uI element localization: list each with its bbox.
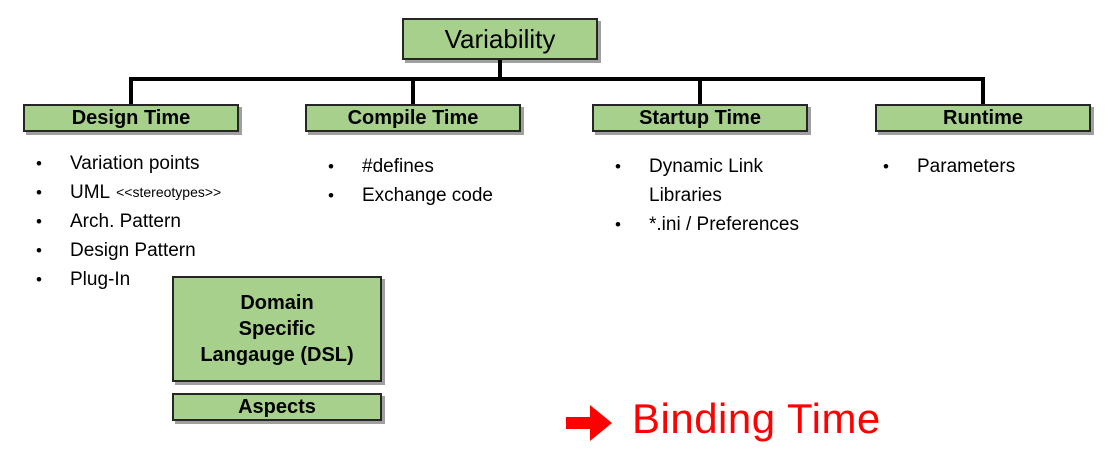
list-item: • Design Pattern: [36, 236, 221, 265]
arrow-shaft: [566, 417, 592, 429]
connector-root-vertical: [498, 60, 502, 78]
list-item: • Variation points: [36, 149, 221, 178]
list-item-label: #defines: [362, 156, 434, 177]
design-time-header-box: Design Time: [23, 104, 239, 132]
list-item: • Exchange code: [328, 181, 493, 210]
startup-time-header-box: Startup Time: [592, 104, 808, 132]
list-item: • Plug-In: [36, 265, 221, 294]
aspects-label: Aspects: [238, 395, 316, 418]
list-item-label: Arch. Pattern: [70, 211, 181, 232]
list-item-label: Exchange code: [362, 185, 493, 206]
list-item: • Arch. Pattern: [36, 207, 221, 236]
list-item-label: Plug-In: [70, 269, 131, 290]
connector-horizontal: [129, 77, 985, 81]
red-right-arrow-icon: [566, 405, 612, 441]
runtime-list: • Parameters: [883, 152, 1015, 181]
list-item-label: Parameters: [917, 156, 1016, 177]
dsl-box-line: Specific: [238, 318, 316, 340]
variability-label: Variability: [444, 23, 556, 54]
list-item: • #defines: [328, 152, 493, 181]
variability-box: Variability: [402, 18, 598, 60]
compile-time-list: • #defines • Exchange code: [328, 152, 493, 210]
list-item: • UML <<stereotypes>>: [36, 178, 221, 207]
compile-time-header-label: Compile Time: [347, 106, 479, 129]
startup-time-list: • Dynamic Link Libraries • *.ini / Prefe…: [615, 152, 799, 239]
bullet-icon: •: [36, 241, 42, 260]
bullet-icon: •: [36, 270, 42, 289]
list-item-label: *.ini / Preferences: [649, 214, 799, 235]
dsl-box-line: Domain: [240, 292, 314, 314]
connector-stub-design-time: [129, 77, 133, 104]
list-item-small-label: <<stereotypes>>: [116, 184, 222, 200]
list-item-label: Design Pattern: [70, 240, 196, 261]
runtime-header-label: Runtime: [943, 106, 1023, 129]
dsl-box-line: Langauge (DSL): [200, 344, 354, 366]
bullet-icon: •: [36, 154, 42, 173]
startup-time-header-label: Startup Time: [639, 106, 761, 129]
bullet-icon: •: [36, 183, 42, 202]
bullet-icon: •: [328, 157, 334, 176]
bullet-icon: •: [883, 157, 889, 176]
design-time-header-label: Design Time: [71, 106, 191, 129]
bullet-icon: •: [36, 212, 42, 231]
list-item: • *.ini / Preferences: [615, 210, 799, 239]
list-item: • Dynamic Link Libraries: [615, 152, 799, 210]
list-item: • Parameters: [883, 152, 1015, 181]
design-time-list: • Variation points • UML <<stereotypes>>…: [36, 149, 221, 294]
arrow-head: [590, 405, 612, 441]
list-item-label: Variation points: [70, 153, 200, 174]
list-item-label: UML: [70, 182, 111, 203]
bullet-icon: •: [615, 215, 621, 234]
list-item-label: Dynamic Link Libraries: [649, 156, 764, 206]
connector-stub-runtime: [981, 77, 985, 104]
compile-time-header-box: Compile Time: [305, 104, 521, 132]
dsl-box: Domain Specific Langauge (DSL): [172, 276, 382, 382]
connector-stub-compile-time: [411, 77, 415, 104]
aspects-box: Aspects: [172, 393, 382, 421]
binding-time-label: Binding Time: [632, 395, 881, 442]
bullet-icon: •: [615, 157, 621, 176]
bullet-icon: •: [328, 186, 334, 205]
connector-stub-startup-time: [698, 77, 702, 104]
runtime-header-box: Runtime: [875, 104, 1091, 132]
